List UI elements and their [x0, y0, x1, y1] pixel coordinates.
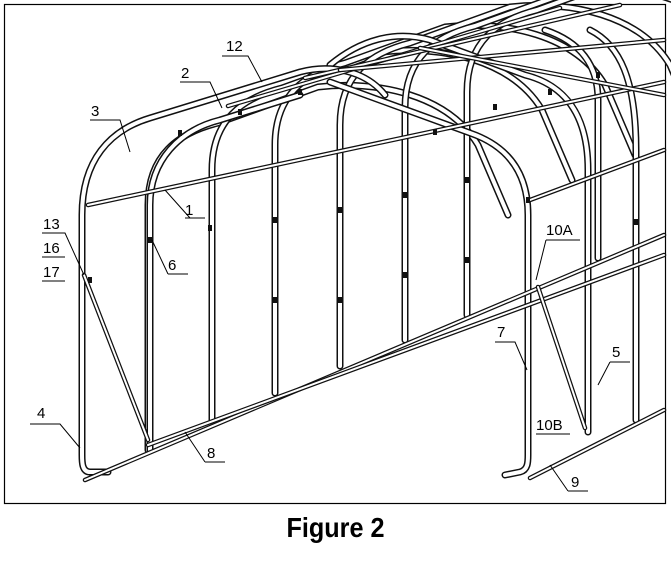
- connector-tab: [338, 297, 342, 303]
- purlin-upper-right: [527, 147, 667, 203]
- connector-tab: [298, 89, 302, 95]
- connector-tab: [465, 257, 469, 263]
- connector-tab: [526, 197, 530, 203]
- connector-tab: [273, 297, 277, 303]
- leader-7: [495, 341, 528, 371]
- leader-6: [151, 239, 188, 275]
- hoop-1: [146, 91, 304, 454]
- callout-label-3: 3: [91, 103, 99, 120]
- purlin-ridge-d: [417, 45, 667, 98]
- leader-5: [597, 361, 630, 386]
- leader-13: [42, 232, 85, 276]
- callout-label-4: 4: [37, 405, 45, 422]
- connector-tab: [238, 109, 242, 115]
- leader-2: [180, 81, 223, 109]
- hoop-right-end-c: [586, 26, 640, 424]
- leader-8: [184, 431, 225, 463]
- purlin-ridge-b: [302, 2, 623, 81]
- callout-leader-lines: [30, 55, 630, 492]
- connector-tab: [548, 89, 552, 95]
- purlin-base-left: [82, 232, 667, 483]
- callout-label-10a: 10A: [546, 222, 573, 239]
- connector-tab: [208, 225, 212, 231]
- callout-label-10b: 10B: [536, 417, 563, 434]
- right-end-hoop: [326, 78, 532, 479]
- callout-label-9: 9: [571, 474, 579, 491]
- leader-10a: [535, 239, 580, 281]
- callout-label-7: 7: [497, 324, 505, 341]
- purlin-upper-left: [85, 79, 667, 208]
- callout-label-5: 5: [612, 344, 620, 361]
- brace-right: [535, 284, 588, 431]
- callout-label-16: 16: [43, 240, 60, 257]
- connector-tab: [88, 277, 92, 283]
- connector-tab: [596, 72, 600, 78]
- callout-label-2: 2: [181, 65, 189, 82]
- purlin-lower-side: [145, 252, 667, 448]
- leader-9: [549, 464, 588, 492]
- figure-caption: Figure 2: [286, 512, 385, 543]
- callout-label-12: 12: [226, 38, 243, 55]
- callout-label-6: 6: [168, 257, 176, 274]
- leader-4: [30, 423, 81, 449]
- connector-tab: [403, 192, 407, 198]
- brace-left: [81, 272, 151, 443]
- hoop-right-end-a: [326, 32, 592, 436]
- hoop-6: [401, 0, 671, 344]
- purlin-ridge-c: [337, 37, 667, 73]
- frame-structure: [78, 0, 671, 483]
- connector-tab: [433, 129, 437, 135]
- connector-tab: [403, 272, 407, 278]
- hoop-2: [144, 81, 512, 454]
- connector-tab: [178, 130, 182, 136]
- leader-12: [222, 55, 263, 83]
- connector-tab: [465, 177, 469, 183]
- connector-tab: [148, 237, 152, 243]
- callout-label-8: 8: [207, 445, 215, 462]
- connector-tab: [493, 104, 497, 110]
- callout-label-17: 17: [43, 264, 60, 281]
- purlin-base-right: [527, 407, 667, 481]
- connector-tab: [273, 217, 277, 223]
- connector-tab: [634, 219, 638, 225]
- callout-label-1: 1: [185, 202, 193, 219]
- callout-label-13: 13: [43, 216, 60, 233]
- connector-tab: [338, 207, 342, 213]
- figure-border: [3, 3, 667, 505]
- leader-1: [164, 189, 205, 219]
- leader-3: [90, 119, 131, 153]
